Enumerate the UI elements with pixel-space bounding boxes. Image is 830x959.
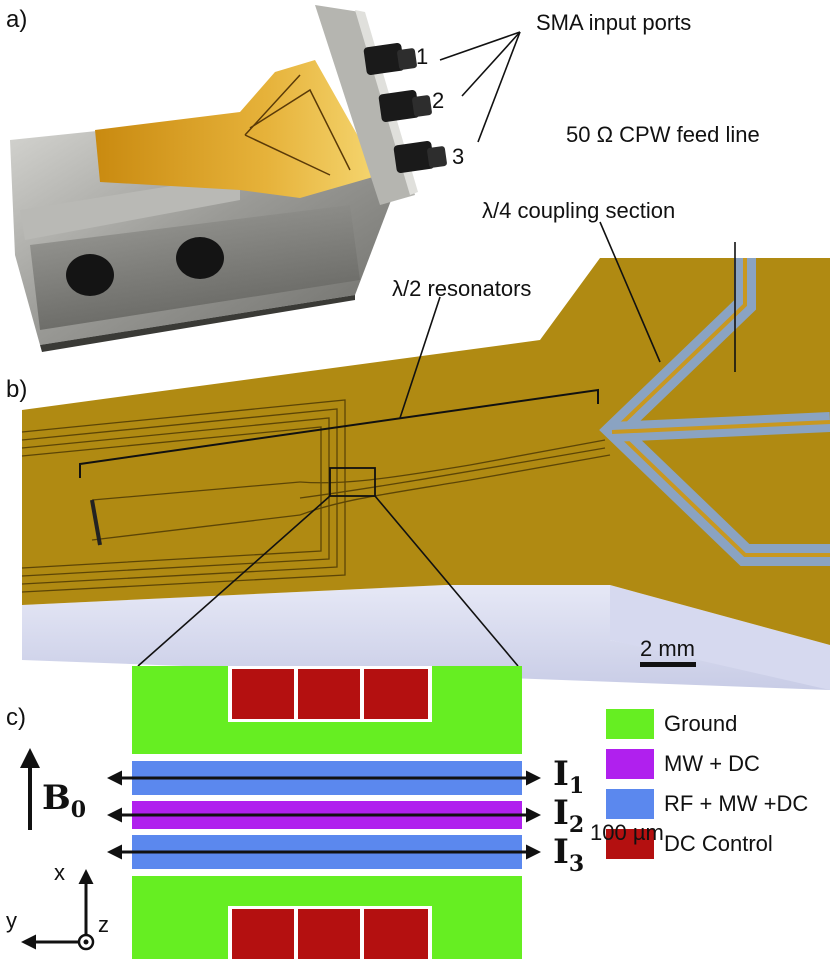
dc-control-top-2	[298, 669, 360, 719]
port-2-label: 2	[432, 88, 445, 113]
legend: Ground MW + DC RF + MW +DC DC Control	[606, 706, 808, 862]
dc-control-top-1	[232, 669, 294, 719]
panel-b-label: b)	[6, 376, 28, 403]
legend-item-ground: Ground	[606, 706, 808, 742]
sma-connector-1	[363, 43, 417, 75]
sma-ports-label: SMA input ports	[536, 10, 692, 35]
y-axis-label: y	[6, 908, 17, 933]
current-label-3: I3	[553, 832, 585, 877]
dc-control-bottom-2	[298, 909, 360, 959]
scale-2mm-label: 2 mm	[640, 636, 695, 661]
dc-control-bottom-1	[232, 909, 294, 959]
legend-swatch-ground	[606, 709, 654, 739]
cpw-feed-lines	[599, 258, 830, 566]
legend-item-dc-control: DC Control	[606, 826, 808, 862]
current-label-1: I1	[553, 754, 585, 799]
coupling-section-label: λ/4 coupling section	[482, 198, 676, 223]
dc-control-top-3	[364, 669, 428, 719]
panel-a-label: a)	[6, 6, 28, 33]
resonator-traces	[21, 399, 611, 593]
resonator-bracket	[79, 388, 599, 478]
dc-control-bottom-3	[364, 909, 428, 959]
port-3-label: 3	[452, 144, 465, 169]
feed-line-label: 50 Ω CPW feed line	[566, 122, 760, 147]
sma-connector-2	[378, 90, 432, 122]
gold-ground-plane	[22, 258, 830, 645]
mount-hole-1	[66, 254, 114, 296]
legend-item-mw-dc: MW + DC	[606, 746, 808, 782]
legend-item-rf-mw-dc: RF + MW +DC	[606, 786, 808, 822]
port-1-label: 1	[416, 44, 429, 69]
scale-100um-label: 100 µm	[590, 820, 664, 845]
connector-plate	[315, 5, 415, 205]
sma-connector-3	[393, 141, 447, 173]
legend-swatch-rf-mw-dc	[606, 789, 654, 819]
mount-hole-2	[176, 237, 224, 279]
device-photo	[10, 5, 521, 352]
current-label-2: I2	[553, 793, 585, 838]
cross-section	[20, 666, 654, 959]
legend-label-mw-dc: MW + DC	[664, 751, 760, 776]
resonators-label: λ/2 resonators	[392, 276, 532, 301]
b0-label: B0	[42, 778, 87, 823]
legend-swatch-mw-dc	[606, 749, 654, 779]
scale-bar-2mm	[640, 662, 696, 667]
substrate	[22, 585, 830, 690]
z-axis-label: z	[98, 912, 109, 937]
zoom-box	[329, 467, 376, 497]
legend-label-ground: Ground	[664, 711, 738, 736]
x-axis-label: x	[54, 860, 65, 885]
legend-label-rf-mw-dc: RF + MW +DC	[664, 791, 809, 816]
chip-render	[21, 221, 830, 690]
panel-c-label: c)	[6, 704, 26, 731]
legend-label-dc-control: DC Control	[664, 831, 773, 856]
legend-swatch-dc-control	[606, 829, 654, 859]
chip-photo	[95, 60, 380, 198]
